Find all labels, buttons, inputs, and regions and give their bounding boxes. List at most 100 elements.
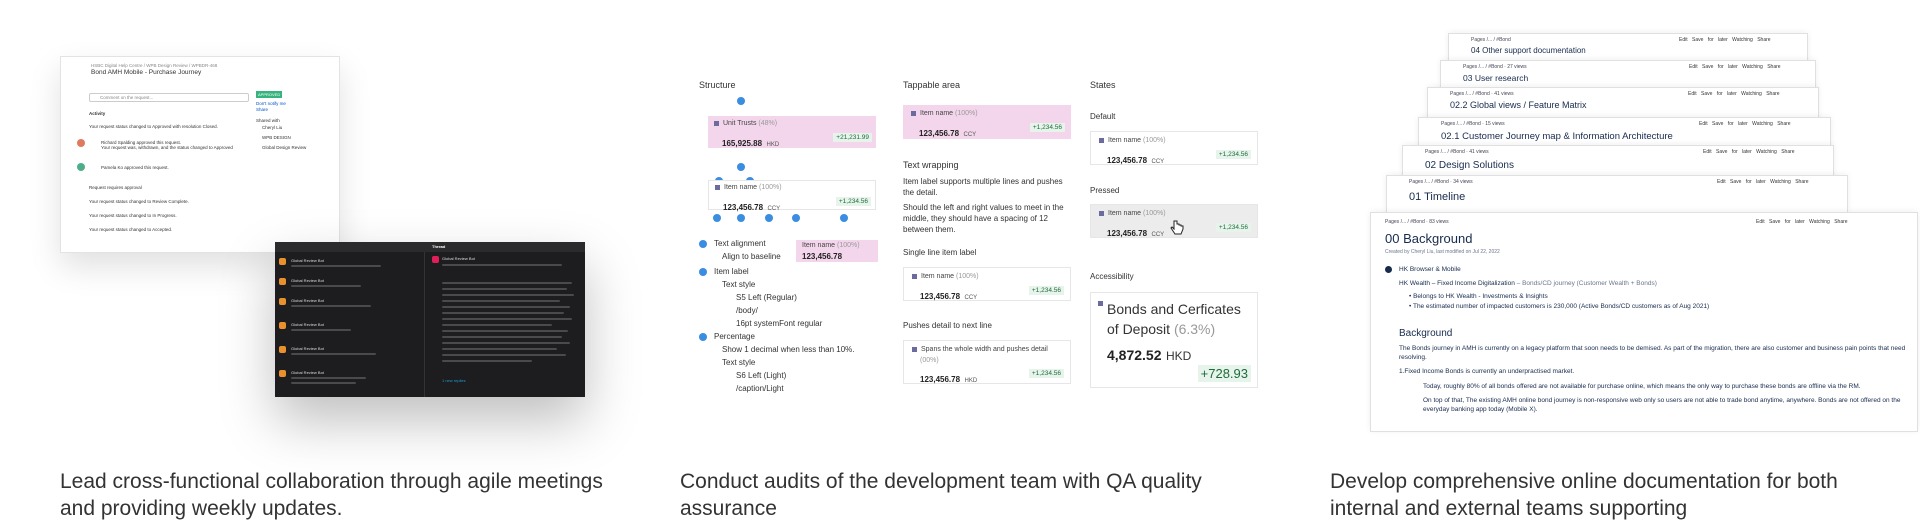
status-badge: APPROVED	[256, 91, 283, 98]
watching-button[interactable]: Watching	[1732, 37, 1753, 43]
spec-marker	[840, 214, 848, 222]
watching-button[interactable]: Watching	[1752, 121, 1773, 127]
pressed-state-item[interactable]: Item name (100%) 123,456.78 CCY +1,234.5…	[1090, 204, 1258, 238]
save-for-later-button[interactable]: Save for later	[1701, 91, 1737, 97]
paragraph: On top of that, The existing AMH online …	[1423, 397, 1901, 404]
slack-message-author[interactable]: Global Review Bot	[291, 370, 324, 375]
item-percentage: (100%)	[759, 184, 782, 191]
page-title: 03 User research	[1463, 73, 1529, 83]
doc-page[interactable]: Pages /... / #Bond · 34 views 01 Timelin…	[1386, 175, 1848, 215]
text-line	[442, 288, 567, 290]
spec-marker	[737, 214, 745, 222]
panel-collaboration: HSBC Digital Help Centre / WPB Design Re…	[0, 0, 620, 521]
avatar	[279, 258, 286, 265]
save-for-later-button[interactable]: Save for later	[1730, 179, 1766, 185]
paragraph: resolving.	[1399, 354, 1427, 361]
edit-button[interactable]: Edit	[1717, 179, 1726, 185]
hand-pointer-icon	[1170, 220, 1184, 235]
byline: Created by Cheryl Liu, last modified on …	[1385, 249, 1500, 255]
shared-with-item: WPB DESIGN	[262, 135, 291, 140]
item-square-icon	[912, 346, 917, 352]
share-link[interactable]: Share	[256, 107, 269, 112]
share-button[interactable]: Share	[1757, 37, 1771, 43]
edit-button[interactable]: Edit	[1756, 219, 1765, 225]
item-square-icon	[1098, 301, 1103, 306]
save-for-later-button[interactable]: Save for later	[1712, 121, 1748, 127]
breadcrumb[interactable]: Pages /... / #Bond · 41 views	[1425, 149, 1489, 155]
breadcrumb[interactable]: Pages /... / #Bond · 27 views	[1463, 64, 1527, 70]
item-percentage: (100%)	[955, 110, 978, 117]
slack-message-author[interactable]: Global Review Bot	[291, 278, 324, 283]
item-change: +1,234.56	[1028, 286, 1064, 295]
share-button[interactable]: Share	[1766, 91, 1780, 97]
thread-author[interactable]: Global Review Bot	[442, 256, 475, 261]
save-for-later-button[interactable]: Save for later	[1702, 64, 1738, 70]
watching-button[interactable]: Watching	[1770, 179, 1791, 185]
item-percentage: (100%)	[956, 273, 979, 280]
save-for-later-button[interactable]: Save for later	[1769, 219, 1805, 225]
edit-button[interactable]: Edit	[1689, 64, 1698, 70]
text-line	[442, 348, 557, 350]
item-currency: HKD	[766, 142, 780, 148]
text-line	[291, 382, 356, 384]
slack-message-author[interactable]: Global Review Bot	[291, 298, 324, 303]
item-change: +21,231.99	[833, 133, 872, 142]
text-line	[442, 300, 560, 302]
edit-button[interactable]: Edit	[1703, 149, 1712, 155]
watching-button[interactable]: Watching	[1741, 91, 1762, 97]
slack-message-author[interactable]: Global Review Bot	[291, 258, 324, 263]
item-label: Item name	[1108, 210, 1142, 217]
page-actions: Edit Save for later Watching Share	[1756, 219, 1848, 225]
slack-channel-pane: Global Review Bot Global Review Bot Glob…	[275, 252, 425, 397]
platform-label: HK Browser & Mobile	[1399, 266, 1461, 273]
item-label: Item name	[1108, 137, 1142, 144]
share-button[interactable]: Share	[1834, 219, 1848, 225]
share-button[interactable]: Share	[1781, 149, 1795, 155]
page-actions: Edit Save for later Watching Share	[1699, 121, 1791, 127]
text-line	[442, 264, 562, 266]
slack-message-author[interactable]: Global Review Bot	[291, 346, 324, 351]
watching-button[interactable]: Watching	[1809, 219, 1830, 225]
breadcrumb[interactable]: Pages /... / #Bond	[1471, 37, 1511, 43]
item-label: Bonds and Cerficates of Deposit	[1107, 301, 1241, 337]
breadcrumb[interactable]: Pages /... / #Bond · 15 views	[1441, 121, 1505, 127]
save-for-later-button[interactable]: Save for later	[1716, 149, 1752, 155]
item-value: 123,456.78	[920, 375, 961, 384]
section-heading: Background	[1399, 328, 1453, 339]
thread-replies-link[interactable]: 1 new replies	[442, 378, 466, 383]
text-line	[442, 324, 552, 326]
jira-breadcrumb[interactable]: HSBC Digital Help Centre / WPB Design Re…	[91, 63, 218, 68]
jira-title: Bond AMH Mobile - Purchase Journey	[91, 69, 202, 76]
breadcrumb[interactable]: Pages /... / #Bond · 34 views	[1409, 179, 1473, 185]
spec-line: Text style	[722, 280, 756, 289]
share-button[interactable]: Share	[1767, 64, 1781, 70]
spec-marker	[713, 214, 721, 222]
share-button[interactable]: Share	[1777, 121, 1791, 127]
edit-button[interactable]: Edit	[1679, 37, 1688, 43]
breadcrumb[interactable]: Pages /... / #Bond · 41 views	[1450, 91, 1514, 97]
default-state-item[interactable]: Item name (100%) 123,456.78 CCY +1,234.5…	[1090, 131, 1258, 165]
item-label: Item name	[921, 273, 955, 280]
edit-button[interactable]: Edit	[1699, 121, 1708, 127]
save-for-later-button[interactable]: Save for later	[1692, 37, 1728, 43]
slack-message-author[interactable]: Global Review Bot	[291, 322, 324, 327]
watching-button[interactable]: Watching	[1756, 149, 1777, 155]
tappable-item[interactable]: Item name (100%) 123,456.78 CCY +1,234.5…	[903, 105, 1071, 139]
item-square-icon	[714, 120, 719, 126]
notify-link[interactable]: Don't notify me	[256, 101, 286, 106]
thread-label: Thread	[432, 244, 446, 249]
comment-input[interactable]: Comment on the request...	[89, 93, 249, 102]
watching-button[interactable]: Watching	[1742, 64, 1763, 70]
text-line	[442, 360, 532, 362]
breadcrumb[interactable]: Pages /... / #Bond · 83 views	[1385, 219, 1449, 225]
item-value: 4,872.52	[1107, 347, 1162, 363]
paragraph: The Bonds journey in AMH is currently on…	[1399, 345, 1906, 352]
baseline-sample: Item name (100%) 123,456.78	[796, 240, 878, 262]
edit-button[interactable]: Edit	[1688, 91, 1697, 97]
activity-item: Your request status changed to In Progre…	[89, 213, 177, 218]
structure-item-unit-trusts: Unit Trusts (48%) 165,925.88 HKD +21,231…	[708, 116, 876, 148]
item-percentage: (100%)	[837, 242, 860, 249]
share-button[interactable]: Share	[1795, 179, 1809, 185]
activity-item: Your request status changed to Accepted.	[89, 227, 173, 232]
item-square-icon	[1099, 137, 1104, 143]
